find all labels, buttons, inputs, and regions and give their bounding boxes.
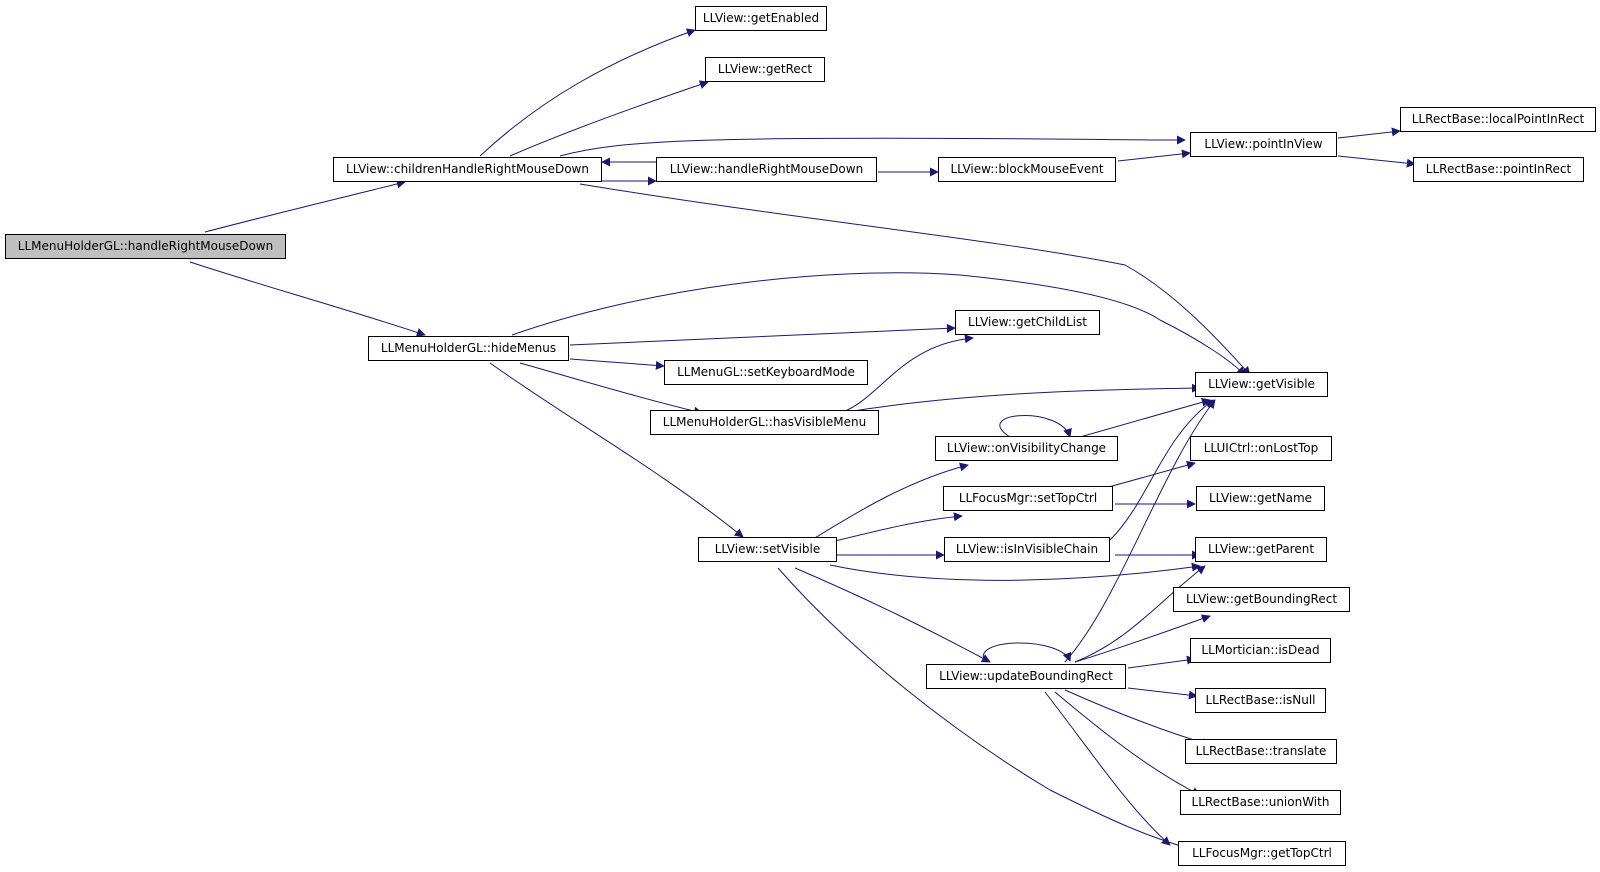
node-block-mouse-event[interactable]: LLView::blockMouseEvent xyxy=(938,157,1116,182)
node-update-bounding-rect[interactable]: LLView::updateBoundingRect xyxy=(926,664,1126,689)
node-has-visible-menu[interactable]: LLMenuHolderGL::hasVisibleMenu xyxy=(650,410,879,435)
node-is-dead[interactable]: LLMortician::isDead xyxy=(1190,638,1331,663)
node-get-visible[interactable]: LLView::getVisible xyxy=(1195,372,1328,397)
edge-setvisible-getparent xyxy=(829,562,1201,581)
edge-pointinview-localpointinrect xyxy=(1337,127,1401,139)
node-get-parent[interactable]: LLView::getParent xyxy=(1195,537,1327,562)
edge-update-gettopctrl xyxy=(1044,691,1171,846)
edge-children-pointinview xyxy=(559,135,1186,157)
edge-hidemenus-getchildlist xyxy=(569,323,956,346)
node-get-name[interactable]: LLView::getName xyxy=(1196,486,1325,511)
node-get-rect[interactable]: LLView::getRect xyxy=(705,57,825,82)
node-local-point-in-rect[interactable]: LLRectBase::localPointInRect xyxy=(1400,107,1596,132)
edge-update-self xyxy=(982,642,1072,662)
edge-hasvisible-getvisible xyxy=(839,383,1201,414)
node-is-in-visible-chain[interactable]: LLView::isInVisibleChain xyxy=(944,537,1110,562)
edge-root-hidemenus xyxy=(189,261,426,337)
edge-children-getrect xyxy=(509,80,709,157)
node-on-lost-top[interactable]: LLUICtrl::onLostTop xyxy=(1190,436,1332,461)
edge-update-translate xyxy=(1064,689,1211,747)
node-children-handle-right-mouse-down[interactable]: LLView::childrenHandleRightMouseDown xyxy=(333,157,602,182)
node-get-top-ctrl[interactable]: LLFocusMgr::getTopCtrl xyxy=(1178,841,1346,866)
edge-update-getvisible xyxy=(1064,399,1216,663)
node-point-in-view[interactable]: LLView::pointInView xyxy=(1190,132,1337,157)
node-point-in-rect[interactable]: LLRectBase::pointInRect xyxy=(1413,157,1584,182)
node-root[interactable]: LLMenuHolderGL::handleRightMouseDown xyxy=(5,234,286,259)
node-hide-menus[interactable]: LLMenuHolderGL::hideMenus xyxy=(368,336,569,361)
edge-onvis-getvisible xyxy=(1079,397,1211,438)
edge-update-isnull xyxy=(1127,687,1198,700)
node-handle-right-mouse-down[interactable]: LLView::handleRightMouseDown xyxy=(656,157,877,182)
edge-setvisible-gettopctrl xyxy=(777,567,1196,853)
edge-blockmouse-pointinview xyxy=(1117,149,1191,162)
edge-update-isdead xyxy=(1127,655,1196,669)
edge-hidemenus-setkeyboardmode xyxy=(569,358,665,370)
edge-update-getbounding xyxy=(1074,614,1211,663)
edge-pointinview-pointinrect xyxy=(1337,155,1416,168)
node-translate[interactable]: LLRectBase::translate xyxy=(1185,739,1337,764)
edge-root-children xyxy=(204,179,406,233)
edge-onvis-self xyxy=(999,415,1072,438)
node-on-visibility-change[interactable]: LLView::onVisibilityChange xyxy=(935,436,1118,461)
node-get-child-list[interactable]: LLView::getChildList xyxy=(955,310,1100,335)
edge-hidemenus-setvisible xyxy=(489,362,744,538)
node-union-with[interactable]: LLRectBase::unionWith xyxy=(1180,790,1341,815)
node-set-keyboard-mode[interactable]: LLMenuGL::setKeyboardMode xyxy=(664,360,868,385)
edge-setvisible-settopctrl xyxy=(834,512,963,542)
edge-update-unionwith xyxy=(1054,691,1201,796)
node-get-enabled[interactable]: LLView::getEnabled xyxy=(695,6,827,31)
node-is-null[interactable]: LLRectBase::isNull xyxy=(1195,688,1326,713)
edge-isinvis-getvisible xyxy=(1109,399,1214,541)
node-get-bounding-rect[interactable]: LLView::getBoundingRect xyxy=(1173,587,1350,612)
edge-setvisible-onvis xyxy=(809,462,969,542)
edge-children-getenabled xyxy=(479,28,696,157)
edge-setvisible-updatebounding xyxy=(794,567,991,663)
edge-children-getvisible xyxy=(579,183,1251,376)
edge-update-getparent xyxy=(1074,565,1206,663)
edge-hasvisible-getchildlist xyxy=(839,334,974,414)
edge-hidemenus-getvisible xyxy=(511,272,1246,376)
node-set-top-ctrl[interactable]: LLFocusMgr::setTopCtrl xyxy=(943,486,1113,511)
edge-hidemenus-hasvisiblemenu xyxy=(519,362,703,416)
node-set-visible[interactable]: LLView::setVisible xyxy=(698,537,837,562)
edge-settopctrl-onlosttop xyxy=(1097,460,1196,491)
